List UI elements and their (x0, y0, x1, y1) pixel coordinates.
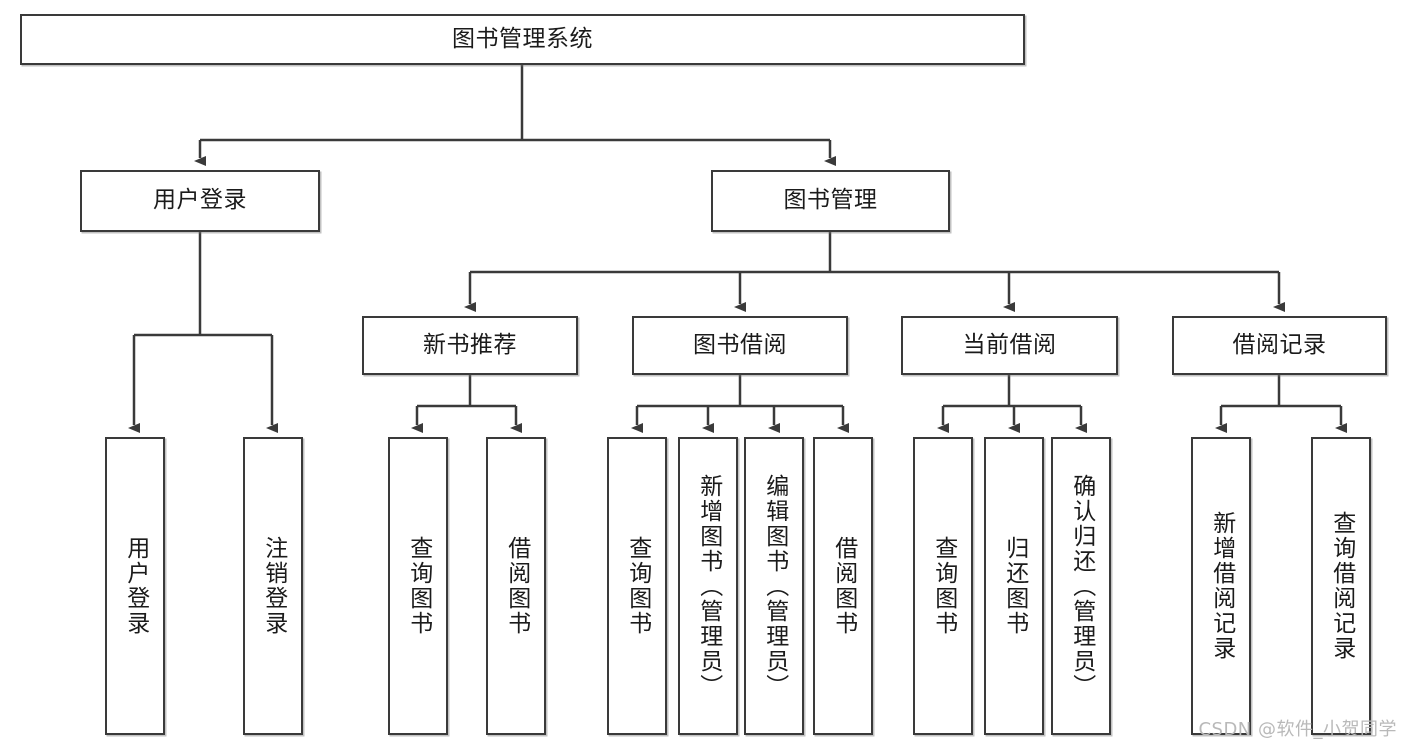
leaf-borrow-book-recommend[interactable]: 借阅图书 (486, 437, 546, 735)
leaf-add-book-admin[interactable]: 新增图书（管理员） (678, 437, 738, 735)
leaf-user-login[interactable]: 用户登录 (105, 437, 165, 735)
leaf-confirm-return-admin-label: 确认归还（管理员） (1068, 473, 1095, 699)
leaf-query-book-borrow-label: 查询图书 (624, 536, 651, 636)
leaf-add-borrow-record-label: 新增借阅记录 (1208, 511, 1235, 661)
leaf-query-book-recommend-label: 查询图书 (405, 536, 432, 636)
leaf-query-book-current[interactable]: 查询图书 (913, 437, 973, 735)
leaf-return-book[interactable]: 归还图书 (984, 437, 1044, 735)
leaf-query-book-recommend[interactable]: 查询图书 (388, 437, 448, 735)
leaf-borrow-book[interactable]: 借阅图书 (813, 437, 873, 735)
node-borrow-record[interactable]: 借阅记录 (1172, 316, 1387, 375)
node-user-login-label: 用户登录 (153, 187, 247, 214)
leaf-query-borrow-record[interactable]: 查询借阅记录 (1311, 437, 1371, 735)
leaf-logout-label: 注销登录 (260, 536, 287, 636)
watermark-text: CSDN @软件_小贺同学 (1198, 719, 1397, 740)
node-book-management-label: 图书管理 (783, 187, 878, 214)
node-book-borrow-label: 图书借阅 (693, 331, 787, 358)
node-current-borrow[interactable]: 当前借阅 (901, 316, 1118, 375)
leaf-user-login-label: 用户登录 (122, 536, 149, 636)
leaf-logout[interactable]: 注销登录 (243, 437, 303, 735)
leaf-borrow-book-recommend-label: 借阅图书 (503, 536, 530, 636)
node-borrow-record-label: 借阅记录 (1232, 331, 1327, 358)
node-new-book-recommend-label: 新书推荐 (423, 331, 517, 358)
leaf-confirm-return-admin[interactable]: 确认归还（管理员） (1051, 437, 1111, 735)
leaf-return-book-label: 归还图书 (1001, 536, 1028, 636)
node-root-label: 图书管理系统 (452, 25, 593, 52)
leaf-edit-book-admin[interactable]: 编辑图书（管理员） (744, 437, 804, 735)
node-new-book-recommend[interactable]: 新书推荐 (362, 316, 578, 375)
node-book-management[interactable]: 图书管理 (711, 170, 950, 232)
leaf-query-book-current-label: 查询图书 (930, 536, 957, 636)
leaf-edit-book-admin-label: 编辑图书（管理员） (761, 473, 788, 699)
node-book-borrow[interactable]: 图书借阅 (632, 316, 848, 375)
leaf-query-book-borrow[interactable]: 查询图书 (607, 437, 667, 735)
leaf-query-borrow-record-label: 查询借阅记录 (1328, 511, 1355, 661)
leaf-add-book-admin-label: 新增图书（管理员） (695, 473, 722, 699)
leaf-add-borrow-record[interactable]: 新增借阅记录 (1191, 437, 1251, 735)
node-user-login[interactable]: 用户登录 (80, 170, 320, 232)
node-current-borrow-label: 当前借阅 (962, 331, 1057, 358)
leaf-borrow-book-label: 借阅图书 (830, 536, 857, 636)
node-root[interactable]: 图书管理系统 (20, 14, 1025, 65)
